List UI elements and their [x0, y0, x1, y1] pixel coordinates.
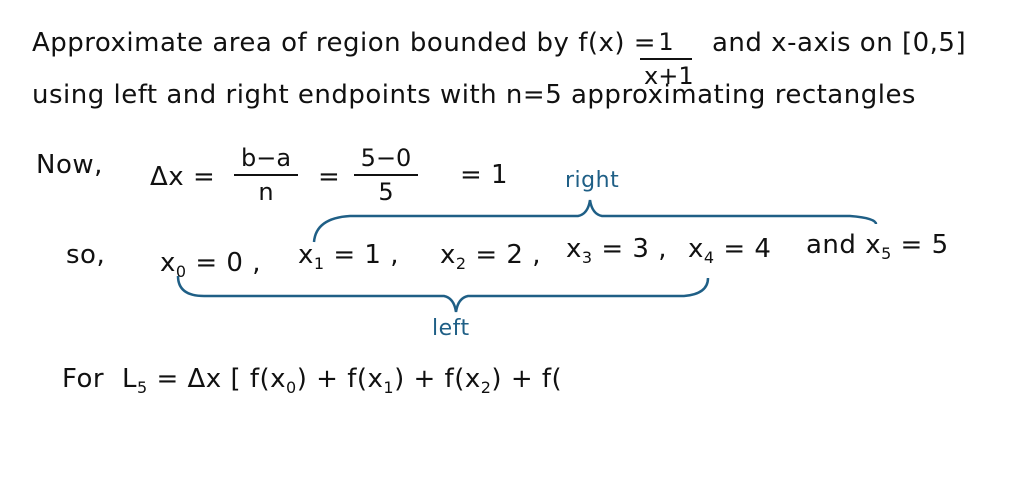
right-endpoints-brace	[312, 199, 878, 243]
x4-definition: x4 = 4	[688, 234, 771, 267]
so-text: so,	[66, 240, 106, 270]
equals-text: =	[318, 162, 341, 192]
subscript: 0	[286, 378, 297, 398]
sum-term: ) + f(	[491, 364, 563, 394]
right-text: right	[565, 168, 620, 193]
x3-definition: x3 = 3 ,	[566, 234, 667, 267]
delta-x-result: = 1	[460, 160, 508, 190]
fraction-numerator: 1	[658, 28, 674, 56]
left-endpoints-label: left	[432, 316, 470, 341]
x3-value: = 3 ,	[601, 234, 667, 264]
fraction-5-minus-0-over-5: 5−0 5	[354, 144, 418, 206]
x0-value: = 0 ,	[195, 248, 261, 278]
equals-sign: =	[318, 162, 340, 192]
subscript: 0	[175, 262, 187, 282]
x-symbol: x	[160, 248, 176, 278]
problem-statement-line1: Approximate area of region bounded by f(…	[32, 28, 656, 58]
x0-definition: x0 = 0 ,	[160, 248, 261, 281]
x5-value: = 5	[900, 230, 949, 260]
subscript: 5	[137, 378, 148, 398]
fraction-bar	[354, 174, 418, 176]
fraction-bar	[234, 174, 298, 176]
x-symbol: x	[440, 240, 456, 270]
right-endpoints-label: right	[565, 168, 619, 193]
x-symbol: x	[298, 240, 314, 270]
now-text: Now,	[36, 150, 103, 180]
fraction-denominator: x+1	[644, 62, 694, 90]
subscript: 2	[455, 254, 467, 274]
subscript: 4	[703, 248, 715, 268]
fraction-denominator: n	[258, 178, 274, 206]
sum-term: ) + f(x	[296, 364, 384, 394]
problem-text-line2: using left and right endpoints with n=5 …	[32, 80, 916, 110]
fraction-numerator: b−a	[240, 144, 292, 172]
fraction-numerator: 5−0	[360, 144, 412, 172]
problem-statement-line2: using left and right endpoints with n=5 …	[32, 80, 916, 110]
x2-value: = 2 ,	[475, 240, 541, 270]
now-label: Now,	[36, 150, 103, 180]
subscript: 1	[383, 378, 395, 398]
L-symbol: L	[122, 364, 137, 394]
x4-value: = 4	[723, 234, 772, 264]
sum-body: = Δx [ f(x	[156, 364, 287, 394]
x1-definition: x1 = 1 ,	[298, 240, 399, 273]
for-label: For	[62, 364, 104, 394]
x2-definition: x2 = 2 ,	[440, 240, 541, 273]
delta-x-lhs: Δx =	[150, 162, 215, 192]
problem-statement-line1-end: and x-axis on [0,5]	[712, 28, 966, 58]
fraction-bar	[640, 58, 692, 60]
so-label: so,	[66, 240, 105, 270]
for-text: For	[62, 364, 105, 394]
problem-text: Approximate area of region bounded by f(…	[32, 28, 657, 58]
and-text: and	[806, 230, 857, 260]
x5-definition: and x5 = 5	[806, 230, 949, 263]
left-endpoints-brace	[176, 275, 710, 313]
subscript: 2	[480, 378, 492, 398]
subscript: 5	[881, 244, 892, 264]
delta-x-text: Δx =	[150, 162, 216, 192]
subscript: 3	[581, 248, 593, 268]
fraction-b-minus-a-over-n: b−a n	[234, 144, 298, 206]
problem-text-end: and x-axis on [0,5]	[712, 28, 967, 58]
x-symbol: x	[688, 234, 704, 264]
result-text: = 1	[460, 160, 509, 190]
sum-term: ) + f(x	[394, 364, 481, 394]
subscript: 1	[313, 254, 325, 274]
x-symbol: x	[865, 230, 882, 260]
fraction-one-over-x-plus-1: 1 x+1	[640, 28, 694, 90]
x1-value: = 1 ,	[333, 240, 399, 270]
x-symbol: x	[566, 234, 582, 264]
fraction-denominator: 5	[378, 178, 394, 206]
left-sum-expression: L5 = Δx [ f(x0) + f(x1) + f(x2) + f(	[122, 364, 562, 397]
left-text: left	[432, 316, 470, 341]
